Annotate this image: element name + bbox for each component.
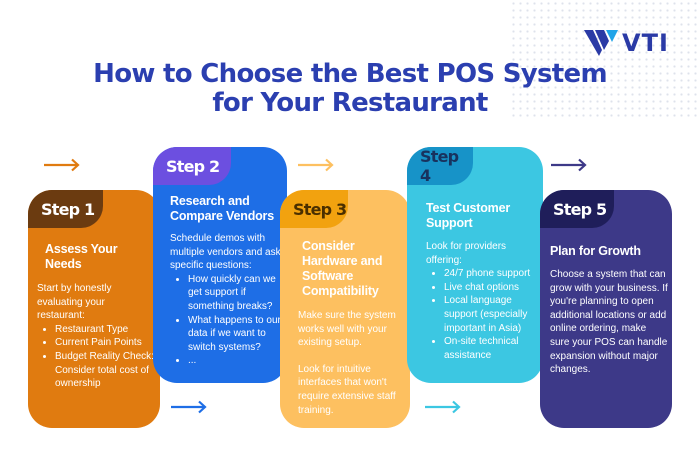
list-item: Live chat options <box>444 281 540 295</box>
step-5-body: Choose a system that can grow with your … <box>550 268 668 377</box>
title-line-2: for Your Restaurant <box>212 88 488 118</box>
arrow-right-icon <box>171 400 207 414</box>
step-3-card: Step 3 Consider Hardware and Software Co… <box>280 190 410 428</box>
brand-name: VTI <box>622 29 669 57</box>
step-4-label: Step 4 <box>407 147 473 185</box>
dot-pattern-decoration <box>510 0 700 120</box>
list-item: How quickly can we get support if someth… <box>188 273 286 314</box>
step-5-heading: Plan for Growth <box>550 244 641 258</box>
step-2-label: Step 2 <box>153 147 231 185</box>
step-4-card: Step 4 Test Customer Support Look for pr… <box>407 147 543 383</box>
step-2-intro: Schedule demos with multiple vendors and… <box>170 233 281 272</box>
step-3-para-1: Make sure the system works well with you… <box>298 310 396 349</box>
step-2-list: How quickly can we get support if someth… <box>170 273 286 368</box>
list-item: Budget Reality Check: Consider total cos… <box>55 350 155 391</box>
arrow-right-icon <box>551 158 587 172</box>
step-1-list: Restaurant Type Current Pain Points Budg… <box>37 323 155 391</box>
step-2-card: Step 2 Research and Compare Vendors Sche… <box>153 147 287 383</box>
step-4-heading: Test Customer Support <box>426 201 510 230</box>
step-4-intro: Look for providers offering: <box>426 241 507 266</box>
step-1-card: Step 1 Assess Your Needs Start by honest… <box>28 190 160 428</box>
vti-logo: VTI <box>584 26 684 60</box>
step-3-heading: Consider Hardware and Software Compatibi… <box>302 239 383 298</box>
vti-logo-mark-icon <box>584 30 618 56</box>
step-4-body: Look for providers offering: 24/7 phone … <box>426 240 540 362</box>
step-3-label: Step 3 <box>280 190 348 228</box>
list-item: Local language support (especially impor… <box>444 294 540 335</box>
list-item: 24/7 phone support <box>444 267 540 281</box>
step-5-label: Step 5 <box>540 190 614 228</box>
step-2-heading: Research and Compare Vendors <box>170 194 274 223</box>
step-4-list: 24/7 phone support Live chat options Loc… <box>426 267 540 362</box>
list-item: Current Pain Points <box>55 336 155 350</box>
arrow-right-icon <box>298 158 334 172</box>
arrow-right-icon <box>44 158 80 172</box>
list-item: ... <box>188 354 286 368</box>
step-3-body: Make sure the system works well with you… <box>298 309 406 417</box>
list-item: Restaurant Type <box>55 323 155 337</box>
step-5-para-1: Choose a system that can grow with your … <box>550 269 668 376</box>
arrow-right-icon <box>425 400 461 414</box>
step-1-intro: Start by honestly evaluating your restau… <box>37 283 112 322</box>
step-1-label: Step 1 <box>28 190 103 228</box>
step-1-body: Start by honestly evaluating your restau… <box>37 282 155 391</box>
list-item: On-site technical assistance <box>444 335 540 362</box>
step-2-body: Schedule demos with multiple vendors and… <box>170 232 286 368</box>
step-3-para-2: Look for intuitive interfaces that won't… <box>298 363 396 416</box>
page-title: How to Choose the Best POS System for Yo… <box>0 60 700 118</box>
step-5-card: Step 5 Plan for Growth Choose a system t… <box>540 190 672 428</box>
title-line-1: How to Choose the Best POS System <box>93 59 607 89</box>
step-1-heading: Assess Your Needs <box>45 242 118 271</box>
list-item: What happens to our data if we want to s… <box>188 314 286 355</box>
